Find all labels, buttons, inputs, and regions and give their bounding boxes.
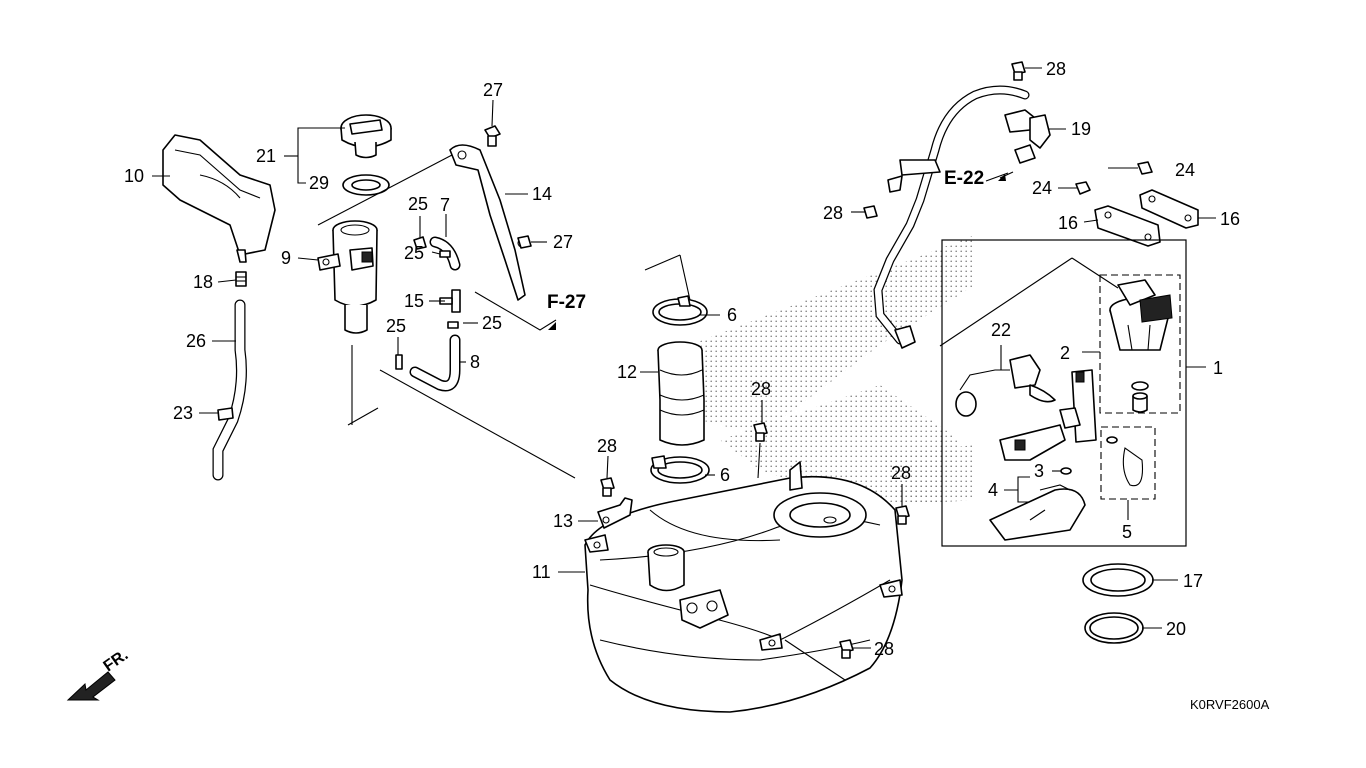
fuel-cap [340,114,392,159]
stay-16-right [1139,189,1199,229]
callout-3: 3 [1034,461,1044,481]
callout-8: 8 [470,352,480,372]
callout-22: 22 [991,320,1011,340]
callout-4: 4 [988,480,998,500]
hose-clips-25 [395,236,459,370]
callout-10: 10 [124,166,144,186]
leader-lines [152,67,1216,681]
callout-labels: 1 2 3 4 5 6 6 7 8 9 10 11 12 13 14 15 16… [124,59,1240,659]
callout-28-c: 28 [891,463,911,483]
callout-9: 9 [281,248,291,268]
hose-band-lower [650,455,710,484]
bolt-28-d [839,639,854,659]
callout-24-left: 24 [1032,178,1052,198]
callout-25-d: 25 [386,316,406,336]
nut-24-left [1075,181,1091,195]
breather-hose-7 [429,236,461,271]
breather-hose-8 [409,334,461,392]
callout-23: 23 [173,403,193,423]
bolt-28-c [895,505,910,525]
bracket-13 [597,497,633,529]
callout-7: 7 [440,195,450,215]
fuel-filter-parts [1131,381,1149,413]
bolt-28-e [1011,61,1026,81]
pump-frame [999,424,1066,461]
callout-1: 1 [1213,358,1223,378]
drain-tray [162,134,276,263]
callout-15: 15 [404,291,424,311]
cap-seal [342,174,390,196]
front-direction-label: FR. [101,647,132,676]
hose-joint-18 [235,271,247,287]
callout-25-a: 25 [408,194,428,214]
ring-20 [1084,612,1144,644]
callout-6-upper: 6 [727,305,737,325]
section-ref-e22: E-22 [944,168,984,189]
callout-17: 17 [1183,571,1203,591]
tank-stay [449,144,527,301]
hose-clip-23 [217,407,234,421]
o-ring-3 [1060,467,1072,475]
strainer [989,484,1086,541]
callout-26: 26 [186,331,206,351]
callout-18: 18 [193,272,213,292]
pump-motor [1059,369,1097,443]
callout-27-top: 27 [483,80,503,100]
nut-24-right [1137,161,1153,175]
callout-5: 5 [1122,522,1132,542]
callout-19: 19 [1071,119,1091,139]
fuel-pump-unit [1109,279,1173,351]
callout-27-stay: 27 [553,232,573,252]
section-ref-f27: F-27 [547,292,586,313]
bolt-28-b [753,422,768,442]
callout-28-f: 28 [823,203,843,223]
callout-28-a: 28 [597,436,617,456]
callout-16-right: 16 [1220,209,1240,229]
fuel-level-sender [955,354,1056,417]
callout-12: 12 [617,362,637,382]
callout-29: 29 [309,173,329,193]
three-way-joint-15 [439,289,461,313]
callout-28-e: 28 [1046,59,1066,79]
stipple-shading [690,235,975,505]
callout-24-right: 24 [1175,160,1195,180]
callout-13: 13 [553,511,573,531]
section-references: E-22 F-27 [547,168,1014,330]
filler-neck-assy [317,220,378,334]
callout-28-d: 28 [874,639,894,659]
fuel-pump-harness [873,85,1051,349]
callout-2: 2 [1060,343,1070,363]
packing-17 [1082,563,1154,597]
drain-hose [212,299,247,481]
bolt-27-top [484,125,501,147]
callout-14: 14 [532,184,552,204]
callout-16-left: 16 [1058,213,1078,233]
callout-6-lower: 6 [720,465,730,485]
bolt-27-stay [517,235,532,249]
bolt-28-a [600,477,615,497]
front-arrow-icon [66,671,116,701]
clip-set-5 [1106,436,1144,487]
filler-tube [657,341,705,446]
fuel-tank-body [584,461,903,713]
callout-21: 21 [256,146,276,166]
callout-11: 11 [532,562,551,582]
bolt-28-f [863,205,878,219]
hose-band-upper [652,295,708,326]
callout-28-b: 28 [751,379,771,399]
fuel-pump-module-box [941,239,1187,547]
diagram-code: K0RVF2600A [1190,697,1270,712]
callout-25-b: 25 [404,243,424,263]
callout-20: 20 [1166,619,1186,639]
callout-25-c: 25 [482,313,502,333]
